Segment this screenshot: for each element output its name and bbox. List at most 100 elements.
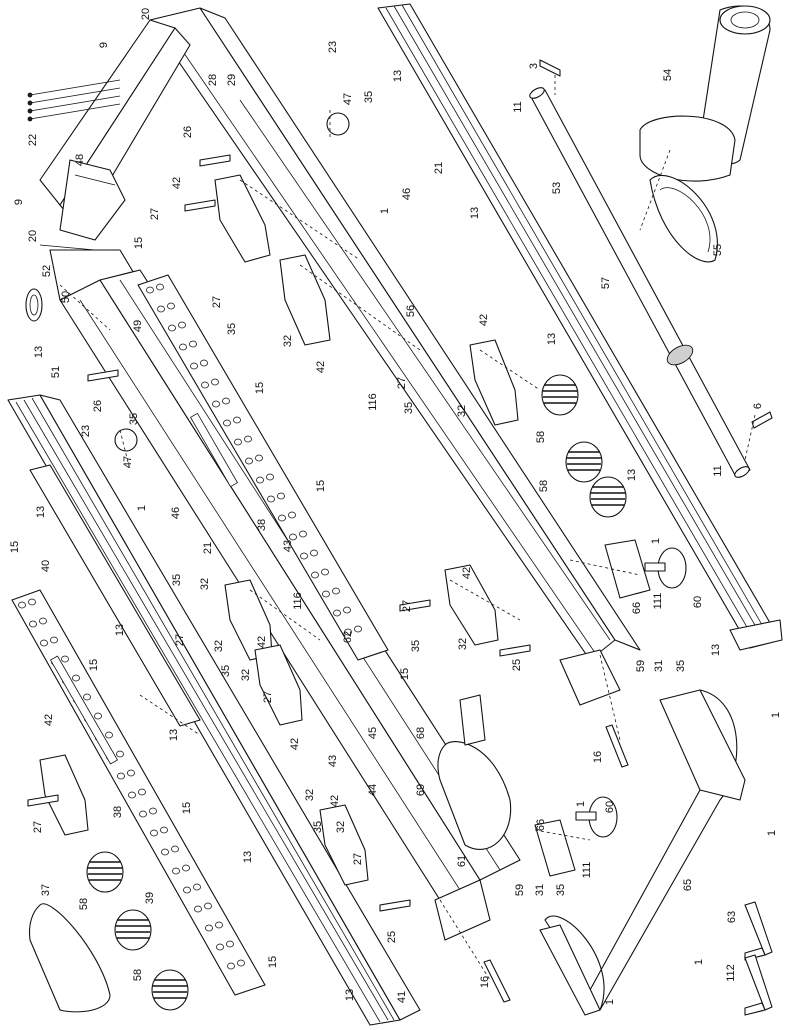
perforation-hole — [215, 921, 223, 929]
perforation-hole — [234, 438, 242, 446]
callout-c23a: 23 — [327, 41, 339, 53]
callout-c20b: 20 — [27, 230, 39, 242]
callout-c62: 62 — [342, 631, 354, 643]
perforation-hole — [212, 400, 220, 408]
perforation-hole — [289, 533, 297, 541]
callout-c32b: 32 — [456, 405, 468, 417]
callout-c50: 50 — [60, 291, 72, 303]
callout-c42b: 42 — [478, 314, 490, 326]
callout-c41: 41 — [396, 991, 408, 1003]
callout-c42f: 42 — [43, 714, 55, 726]
callout-c58d: 58 — [132, 969, 144, 981]
perforation-hole — [150, 829, 158, 837]
perforation-hole — [156, 283, 164, 291]
perforation-hole — [61, 655, 69, 663]
perforation-hole — [354, 625, 362, 633]
perforation-hole — [288, 511, 296, 519]
callout-c58b: 58 — [538, 480, 550, 492]
callout-c32h: 32 — [335, 821, 347, 833]
callout-c15g: 15 — [181, 802, 193, 814]
callout-c47a: 47 — [342, 93, 354, 105]
callout-c42a: 42 — [171, 177, 183, 189]
callout-c21b: 21 — [202, 542, 214, 554]
perforation-hole — [40, 639, 48, 647]
perforation-hole — [149, 807, 157, 815]
perforation-hole — [157, 305, 165, 313]
callout-c3: 3 — [528, 63, 540, 69]
callout-c53: 53 — [551, 182, 563, 194]
callout-c38a: 38 — [256, 519, 268, 531]
callout-c35f: 35 — [410, 640, 422, 652]
perforation-hole — [205, 924, 213, 932]
perforation-hole — [172, 867, 180, 875]
callout-c65: 65 — [682, 879, 694, 891]
perforation-hole — [28, 598, 36, 606]
callout-c49: 49 — [132, 320, 144, 332]
callout-c15d: 15 — [9, 541, 21, 553]
perforation-hole — [190, 362, 198, 370]
perforation-hole — [267, 495, 275, 503]
perforation-hole — [116, 750, 124, 758]
callout-c28: 28 — [207, 74, 219, 86]
callout-c13h: 13 — [710, 644, 722, 656]
wire-bundle-48 — [25, 79, 121, 322]
callout-c43b: 43 — [327, 755, 339, 767]
callout-c16b: 16 — [479, 976, 491, 988]
perforation-hole — [167, 302, 175, 310]
callout-c25a: 25 — [511, 659, 523, 671]
callout-c57: 57 — [600, 277, 612, 289]
perforation-hole — [146, 286, 154, 294]
callout-c27h: 27 — [352, 853, 364, 865]
assembly-guide-lines — [59, 75, 756, 981]
perforation-hole — [160, 826, 168, 834]
perforation-hole — [310, 549, 318, 557]
callout-c32e: 32 — [457, 638, 469, 650]
callout-c15f: 15 — [399, 668, 411, 680]
callout-c66b: 66 — [535, 819, 547, 831]
perforation-hole — [194, 905, 202, 913]
callout-c58c: 58 — [78, 898, 90, 910]
perforation-hole — [39, 617, 47, 625]
perforation-hole — [117, 772, 125, 780]
callout-c23b: 23 — [80, 425, 92, 437]
perforation-hole — [171, 845, 179, 853]
callout-c27g: 27 — [32, 821, 44, 833]
callout-c54: 54 — [662, 69, 674, 81]
callout-c63: 63 — [726, 911, 738, 923]
callout-c13k: 13 — [344, 989, 356, 1001]
callout-c40: 40 — [40, 560, 52, 572]
perforation-hole — [18, 601, 26, 609]
callout-c111b: 111 — [581, 862, 593, 879]
perforation-hole — [266, 473, 274, 481]
callout-c25b: 25 — [386, 931, 398, 943]
perforated-panel-38 — [137, 274, 389, 661]
callout-c29: 29 — [226, 74, 238, 86]
side-step-rail-57 — [377, 3, 783, 651]
callout-c47b: 47 — [122, 456, 134, 468]
rear-cover-69 — [437, 741, 512, 850]
callout-c66a: 66 — [631, 602, 643, 614]
rear-bracket-61 — [434, 694, 491, 941]
perforation-hole — [189, 340, 197, 348]
callout-c6: 6 — [752, 403, 764, 409]
callout-c42c: 42 — [315, 361, 327, 373]
callout-c9b: 9 — [13, 199, 25, 205]
callout-c9a: 9 — [98, 42, 110, 48]
callout-c32d: 32 — [213, 640, 225, 652]
callout-c13b: 13 — [469, 207, 481, 219]
perforation-hole — [299, 530, 307, 538]
callout-c27e: 27 — [174, 634, 186, 646]
callout-c42d: 42 — [461, 567, 473, 579]
rear-hood-65 — [539, 689, 746, 1016]
callout-c42g: 42 — [289, 738, 301, 750]
perforation-hole — [161, 848, 169, 856]
callout-c13c: 13 — [33, 346, 45, 358]
end-cap-37 — [28, 903, 111, 1013]
callout-c35i: 35 — [312, 821, 324, 833]
callout-c35e: 35 — [171, 574, 183, 586]
callout-c20a: 20 — [140, 8, 152, 20]
perforation-hole — [204, 902, 212, 910]
callout-c27c: 27 — [396, 377, 408, 389]
